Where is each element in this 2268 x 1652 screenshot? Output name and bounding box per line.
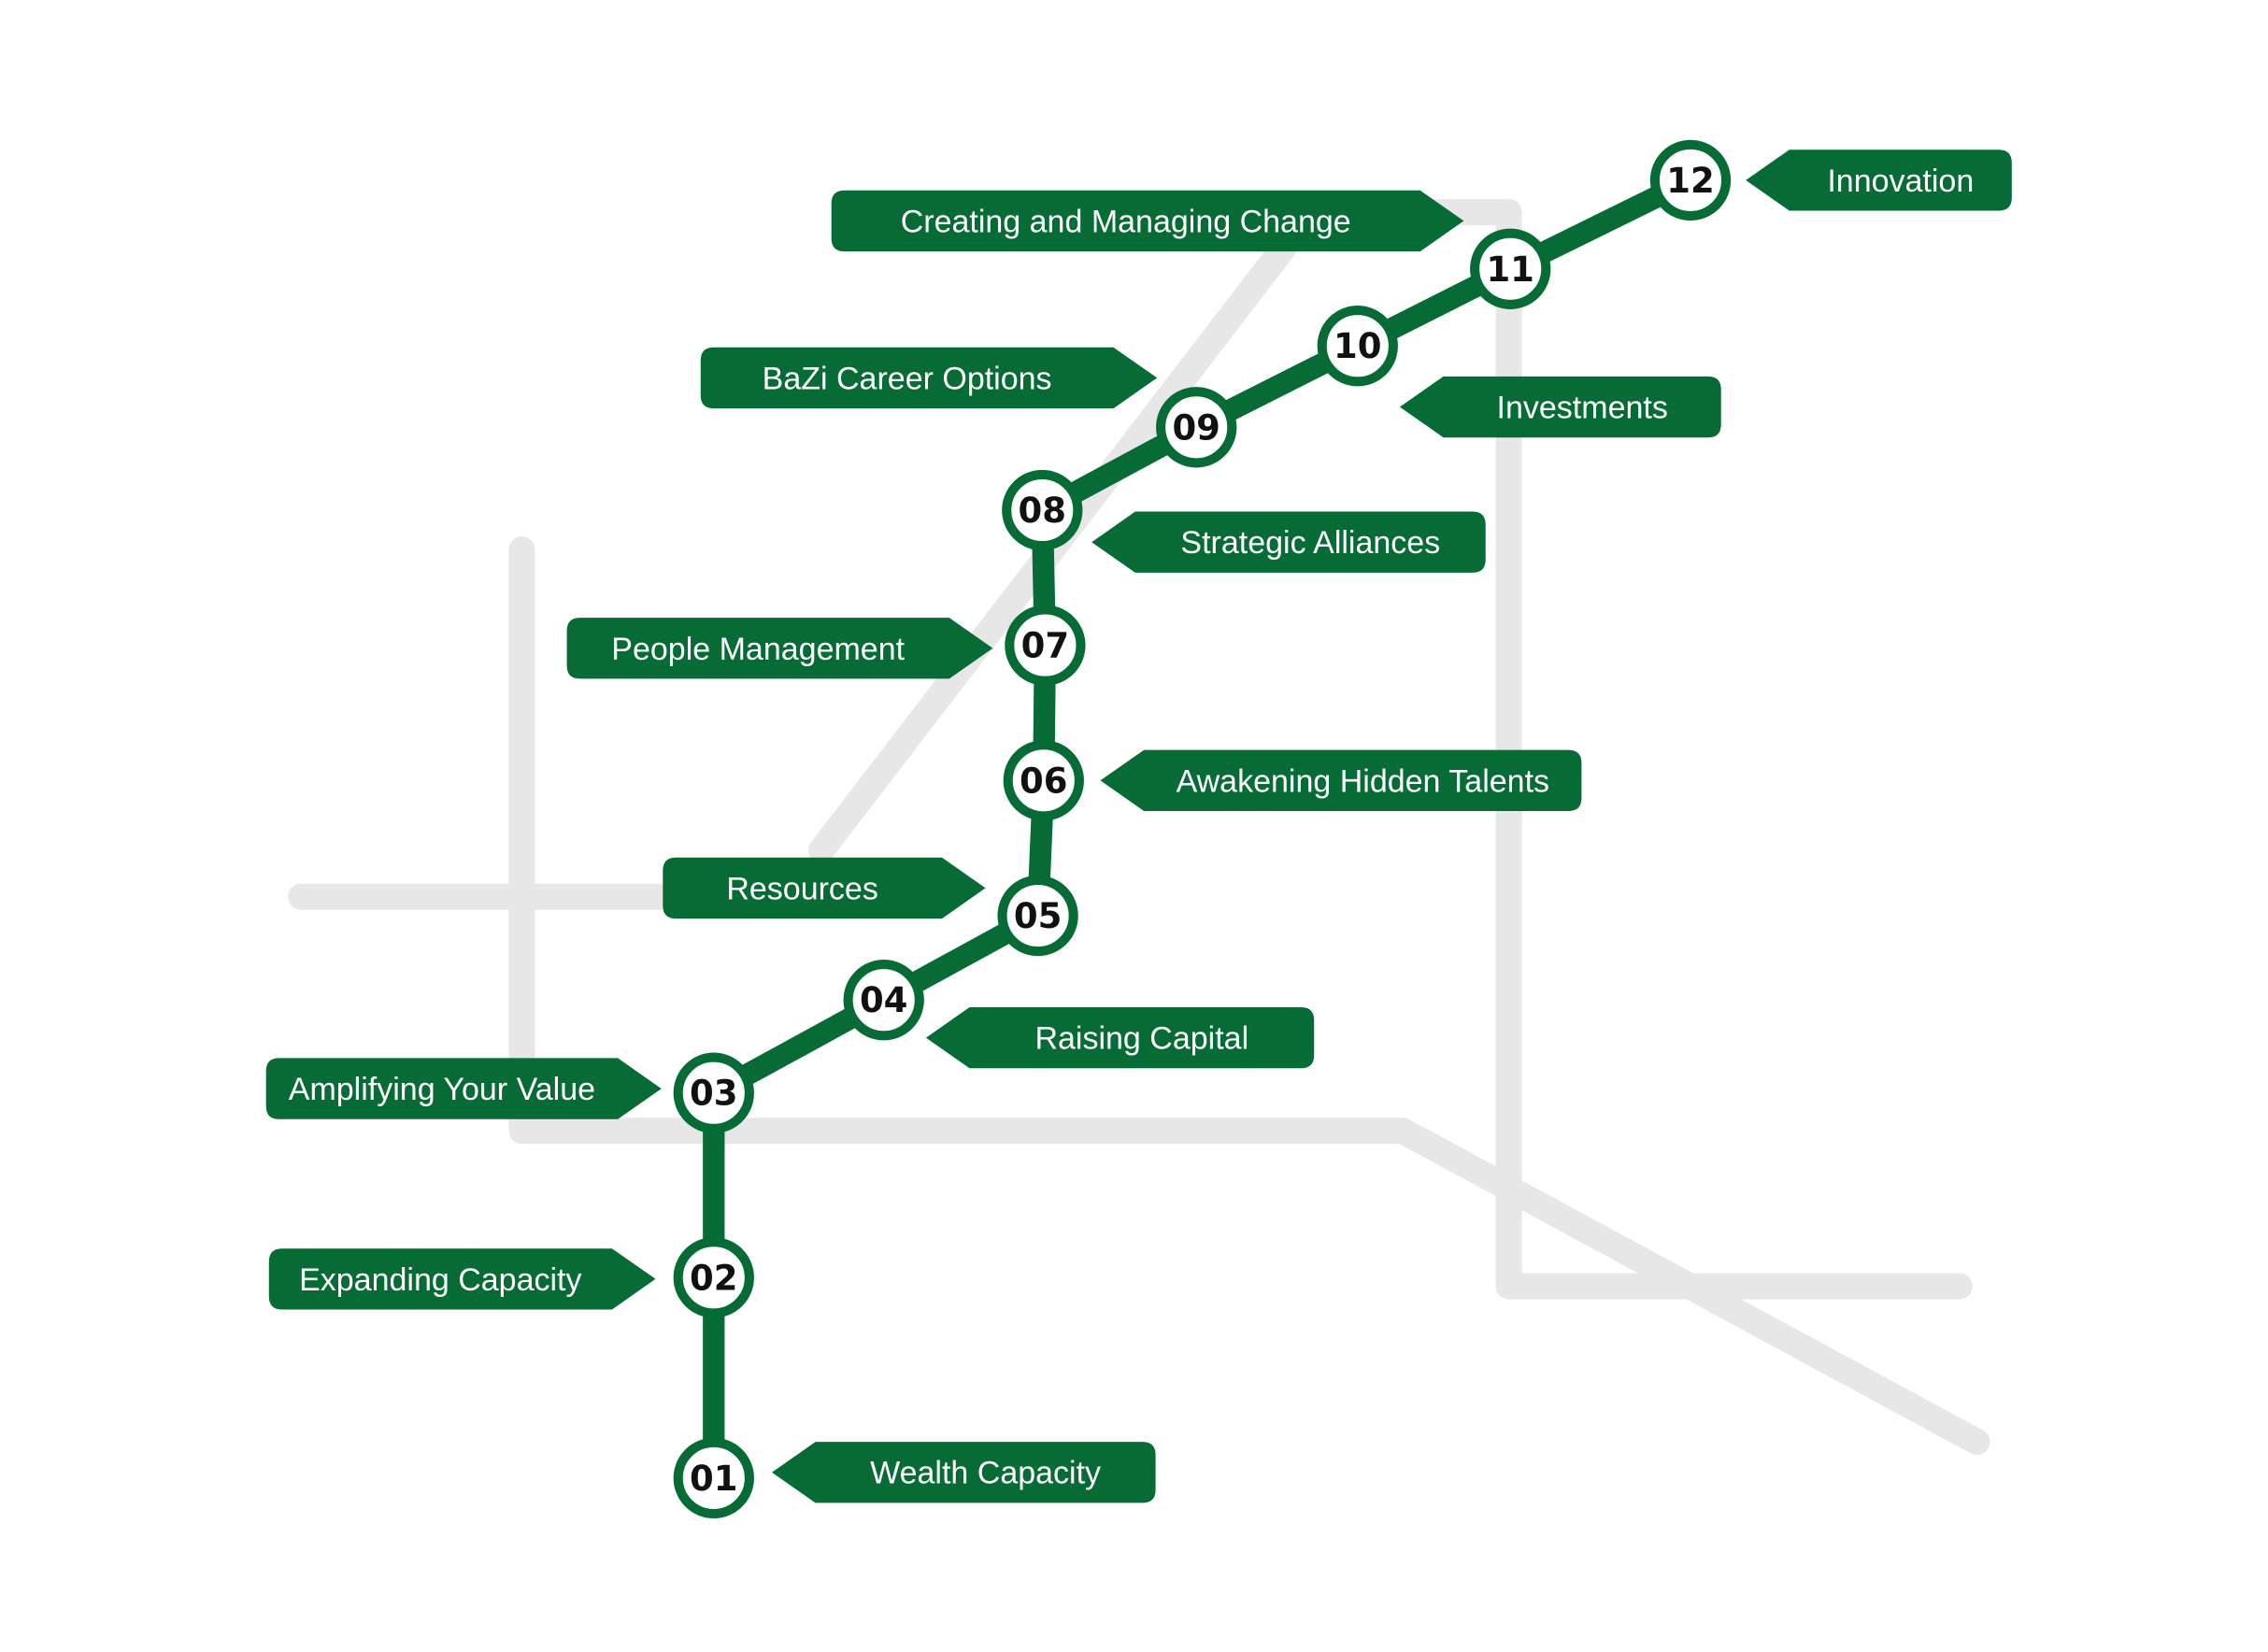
label-arrow-box <box>700 347 1158 409</box>
station-label-text: Creating and Managing Change <box>901 204 1351 239</box>
station-label-01: Wealth Capacity <box>772 1442 1156 1503</box>
station-10: 10 <box>1317 306 1398 387</box>
station-07: 07 <box>1005 605 1086 686</box>
station-01: 01 <box>673 1437 754 1519</box>
stations: 01 02 03 04 05 06 07 08 09 10 11 12 <box>673 139 1732 1519</box>
station-11: 11 <box>1470 228 1551 309</box>
station-label-05: Resources <box>663 857 986 919</box>
station-number: 08 <box>1019 491 1067 531</box>
station-label-text: Strategic Alliances <box>1180 525 1440 561</box>
station-label-text: Awakening Hidden Talents <box>1177 763 1549 799</box>
label-arrow-box <box>831 190 1464 252</box>
station-number: 04 <box>860 980 908 1020</box>
background-line-4 <box>1404 199 1973 1300</box>
label-arrow-box <box>772 1442 1156 1503</box>
station-label-12: Innovation <box>1746 150 2012 211</box>
station-number: 06 <box>1020 761 1068 801</box>
station-circle <box>1003 740 1084 821</box>
station-number: 11 <box>1486 249 1534 290</box>
station-number: 03 <box>690 1074 738 1114</box>
station-label-text: BaZi Career Options <box>763 361 1052 396</box>
label-arrow-box <box>1100 749 1582 811</box>
station-03: 03 <box>673 1052 754 1133</box>
station-06: 06 <box>1003 740 1084 821</box>
station-number: 02 <box>690 1258 738 1298</box>
station-label-03: Amplifying Your Value <box>265 1058 662 1119</box>
label-arrow-box <box>925 1007 1315 1069</box>
station-label-10: Investments <box>1399 376 1721 438</box>
station-label-text: Wealth Capacity <box>870 1456 1101 1491</box>
station-label-text: Raising Capital <box>1034 1021 1248 1057</box>
station-circle <box>1470 228 1551 309</box>
label-arrow-box <box>1399 376 1721 438</box>
station-label-text: Investments <box>1497 391 1668 426</box>
label-arrow-box <box>1746 150 2012 211</box>
station-04: 04 <box>843 960 924 1041</box>
station-label-text: Innovation <box>1827 164 1974 199</box>
label-arrow-box <box>663 857 986 919</box>
station-09: 09 <box>1156 387 1237 468</box>
station-label-02: Expanding Capacity <box>268 1248 656 1310</box>
label-arrow-box <box>265 1058 662 1119</box>
station-circle <box>673 1237 754 1318</box>
station-label-08: Strategic Alliances <box>1091 511 1486 573</box>
station-number: 01 <box>690 1459 738 1499</box>
station-number: 12 <box>1666 161 1715 201</box>
station-circle <box>1005 605 1086 686</box>
station-label-11: Creating and Managing Change <box>831 190 1464 252</box>
station-label-06: Awakening Hidden Talents <box>1100 749 1582 811</box>
station-circle <box>997 875 1078 957</box>
station-circle <box>843 960 924 1041</box>
station-circle <box>673 1052 754 1133</box>
label-arrow-box <box>566 618 993 679</box>
station-label-text: Amplifying Your Value <box>289 1072 595 1107</box>
station-label-text: People Management <box>611 632 905 667</box>
station-circle <box>1156 387 1237 468</box>
station-label-text: Expanding Capacity <box>299 1262 581 1298</box>
station-circle <box>1002 469 1083 551</box>
station-number: 10 <box>1334 326 1382 366</box>
station-labels: Wealth Capacity Expanding Capacity Amplify… <box>265 150 2012 1503</box>
station-05: 05 <box>997 875 1078 957</box>
station-08: 08 <box>1002 469 1083 551</box>
station-02: 02 <box>673 1237 754 1318</box>
station-number: 05 <box>1014 896 1063 936</box>
station-label-text: Resources <box>726 871 878 906</box>
station-circle <box>1649 139 1732 221</box>
station-label-09: BaZi Career Options <box>700 347 1158 409</box>
station-circle <box>1317 306 1398 387</box>
station-number: 09 <box>1172 407 1220 448</box>
station-label-04: Raising Capital <box>925 1007 1315 1069</box>
station-label-07: People Management <box>566 618 993 679</box>
label-arrow-box <box>268 1248 656 1310</box>
station-12: 12 <box>1649 139 1732 221</box>
label-arrow-box <box>1091 511 1486 573</box>
station-number: 07 <box>1021 626 1070 666</box>
station-circle <box>673 1437 754 1519</box>
